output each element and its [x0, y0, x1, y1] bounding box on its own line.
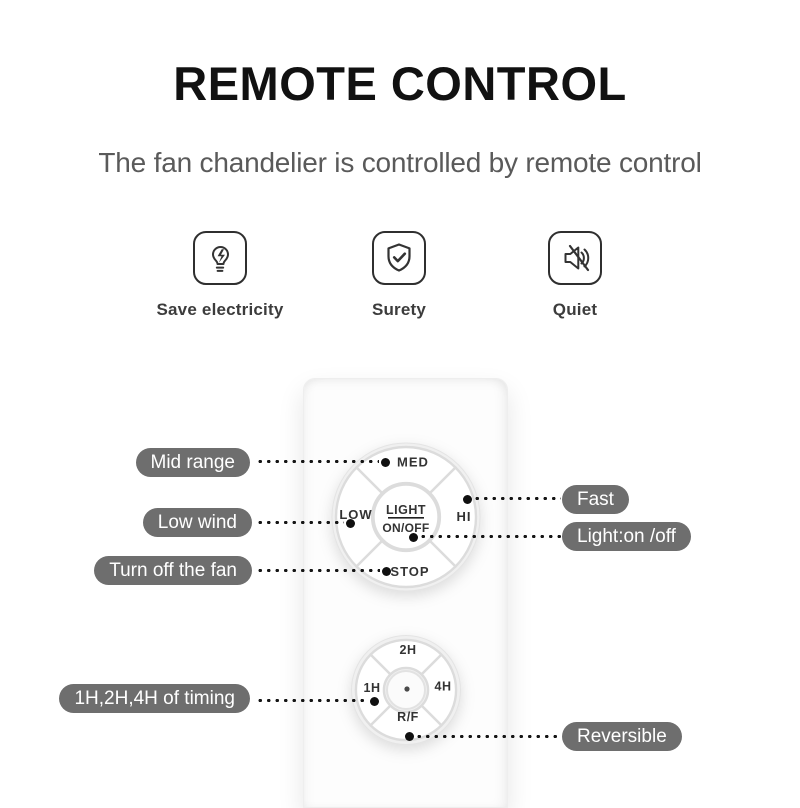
shield-check-icon	[372, 231, 426, 285]
hi-button	[428, 466, 478, 568]
connector-light-on-off	[419, 535, 561, 538]
med-label: MED	[397, 455, 429, 470]
onoff-label: ON/OFF	[382, 521, 429, 535]
connector-low-wind	[256, 521, 344, 524]
callout-light-on-off: Light:on /off	[562, 522, 691, 551]
timer-control-pad: 2H 1H 4H R/F	[351, 635, 461, 745]
feature-label: Save electricity	[156, 300, 284, 319]
stop-button	[355, 539, 457, 589]
callout-low-wind: Low wind	[142, 508, 252, 537]
dot-med	[380, 457, 390, 467]
timer-2h-label: 2H	[400, 643, 417, 657]
page-title: REMOTE CONTROL	[173, 57, 627, 110]
feature-label: Quiet	[552, 300, 598, 319]
timer-2h-button	[369, 638, 443, 676]
callout-timing: 1H,2H,4H of timing	[59, 684, 250, 713]
dot-hi	[462, 494, 472, 504]
feature-save-electricity: Save electricity	[140, 231, 300, 320]
callout-reversible: Reversible	[562, 722, 682, 751]
dot-light	[408, 532, 418, 542]
timer-4h-button	[420, 653, 458, 727]
timer-1h-label: 1H	[364, 681, 381, 695]
lightbulb-bolt-icon	[193, 231, 247, 285]
dot-rf	[404, 731, 414, 741]
connector-timing	[256, 699, 368, 702]
low-label: LOW	[339, 507, 372, 522]
light-label: LIGHT	[386, 503, 426, 517]
hi-label: HI	[457, 509, 472, 524]
feature-quiet: Quiet	[495, 231, 655, 320]
feature-surety: Surety	[319, 231, 479, 320]
dot-stop	[381, 566, 391, 576]
connector-mid-range	[256, 460, 379, 463]
connector-turn-off-fan	[256, 569, 380, 572]
reverse-button	[369, 704, 443, 742]
fan-control-pad: MED LOW HI STOP LIGHT ON/OFF	[331, 442, 481, 592]
stop-label: STOP	[390, 564, 429, 579]
connector-fast	[473, 497, 561, 500]
speaker-muted-icon	[548, 231, 602, 285]
reverse-label: R/F	[397, 710, 419, 724]
feature-label: Surety	[371, 300, 427, 319]
callout-mid-range: Mid range	[135, 448, 250, 477]
dot-1h	[369, 696, 379, 706]
dot-low	[345, 518, 355, 528]
low-button	[334, 466, 384, 568]
page-subtitle: The fan chandelier is controlled by remo…	[98, 147, 702, 178]
connector-reversible	[415, 735, 561, 738]
callout-fast: Fast	[562, 485, 629, 514]
timer-pad-center-dot	[404, 686, 410, 692]
timer-4h-label: 4H	[435, 680, 452, 694]
timer-1h-button	[354, 653, 392, 727]
callout-turn-off-fan: Turn off the fan	[94, 556, 252, 585]
